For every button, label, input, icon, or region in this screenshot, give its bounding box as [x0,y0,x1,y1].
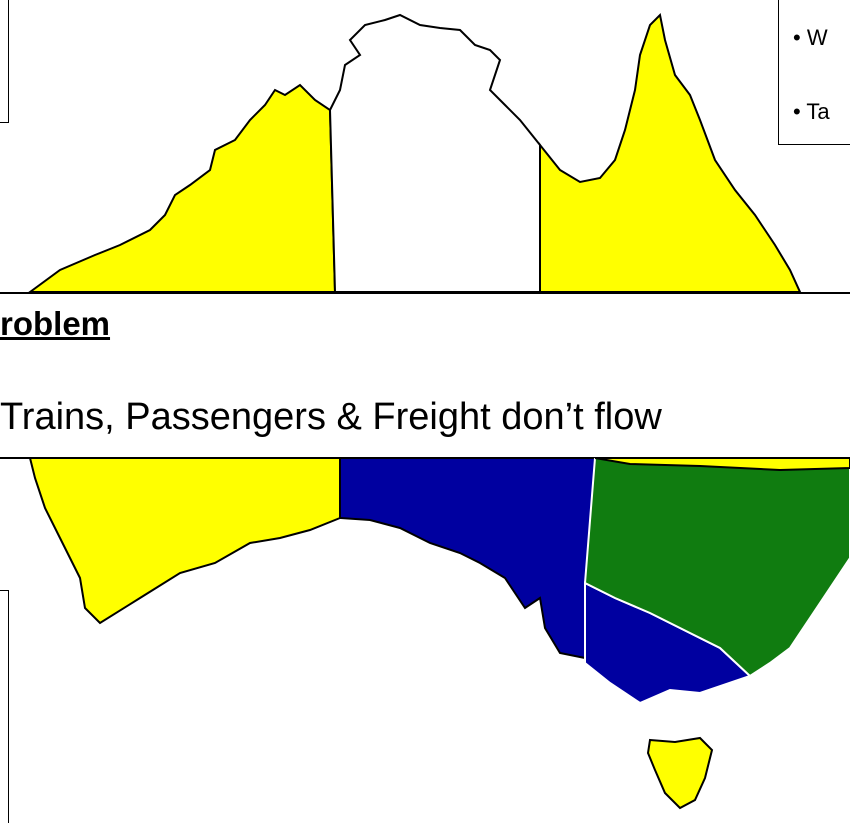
left-frame-bottom [0,590,9,823]
region-western-australia-north [28,83,337,292]
problem-heading: roblem [0,305,111,342]
problem-statement: Trains, Passengers & Freight don’t flow [0,396,662,438]
region-new-south-wales [583,458,850,678]
region-tasmania [646,736,714,810]
region-western-australia-south [28,458,341,625]
divider-top [0,292,850,294]
bottom-map-southern-australia [28,458,850,810]
region-queensland-south [594,458,850,472]
legend-box: • W • Ta [778,0,850,145]
legend-item: • Ta [793,99,830,124]
left-frame-top [0,0,9,123]
region-northern-territory [328,13,541,292]
top-map-northern-australia [28,12,802,292]
region-south-australia [339,458,597,660]
region-queensland-north [539,12,802,292]
legend-item: • W [793,25,828,50]
